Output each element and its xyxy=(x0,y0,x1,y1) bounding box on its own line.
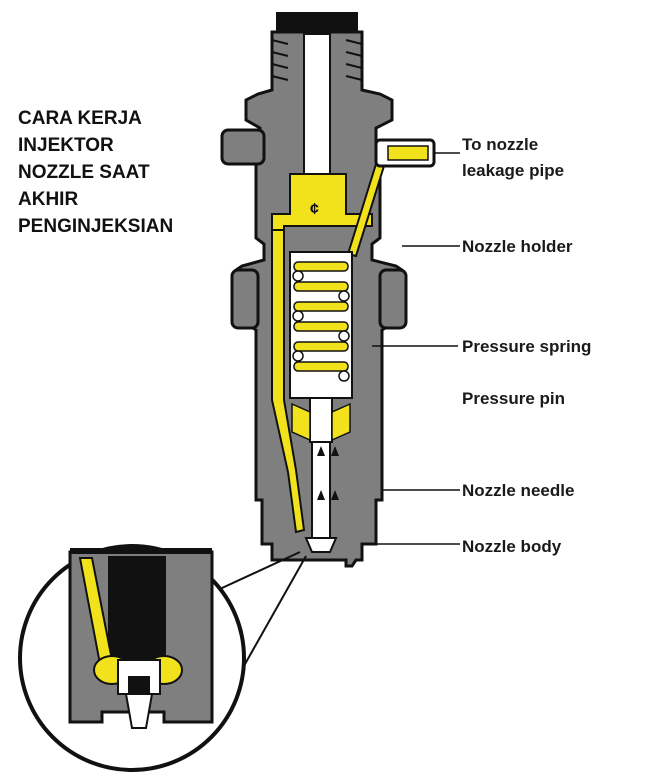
part-labels: To nozzle leakage pipe Nozzle holder Pre… xyxy=(462,135,591,556)
left-lower-collar xyxy=(230,268,260,330)
label-nozzle-body: Nozzle body xyxy=(462,537,562,556)
diagram-title: CARA KERJA INJEKTOR NOZZLE SAAT AKHIR PE… xyxy=(18,108,173,237)
leakage-fitting-fuel xyxy=(387,145,429,161)
thread-lines xyxy=(271,39,363,81)
nozzle-tip xyxy=(304,537,338,553)
detail-needle xyxy=(108,556,166,660)
title-line-1: CARA KERJA xyxy=(18,108,142,129)
detail-orifice xyxy=(124,693,154,729)
label-pressure-pin: Pressure pin xyxy=(462,389,565,408)
injector-body: ¢ xyxy=(220,12,436,568)
detail-needle-tip xyxy=(128,676,150,694)
callout-lines xyxy=(362,152,460,545)
top-cap xyxy=(276,12,358,34)
magnifier-line-bottom xyxy=(235,555,307,681)
title-line-4: AKHIR xyxy=(18,189,78,210)
magnified-detail xyxy=(18,544,307,772)
inlet-bore xyxy=(303,33,331,175)
detail-top-edge xyxy=(70,548,212,554)
label-nozzle-needle: Nozzle needle xyxy=(462,481,574,500)
label-nozzle-holder: Nozzle holder xyxy=(462,237,573,256)
pressure-spring xyxy=(292,261,350,382)
title-line-2: INJEKTOR xyxy=(18,135,114,156)
chamber-mark-icon: ¢ xyxy=(310,201,319,218)
pin-fuel-left xyxy=(291,402,311,442)
right-lower-collar xyxy=(378,268,408,330)
label-pressure-spring: Pressure spring xyxy=(462,337,591,356)
title-line-3: NOZZLE SAAT xyxy=(18,162,150,183)
label-leakage-line2: leakage pipe xyxy=(462,161,564,180)
needle-arrows xyxy=(317,446,339,500)
label-leakage-line1: To nozzle xyxy=(462,135,538,154)
left-collar xyxy=(220,128,266,166)
fuel-upper-chamber xyxy=(271,173,373,241)
fuel-feed-passage xyxy=(271,229,306,534)
title-line-5: PENGINJEKSIAN xyxy=(18,216,173,237)
pin-fuel-right xyxy=(331,402,351,442)
pressure-pin xyxy=(309,397,333,443)
